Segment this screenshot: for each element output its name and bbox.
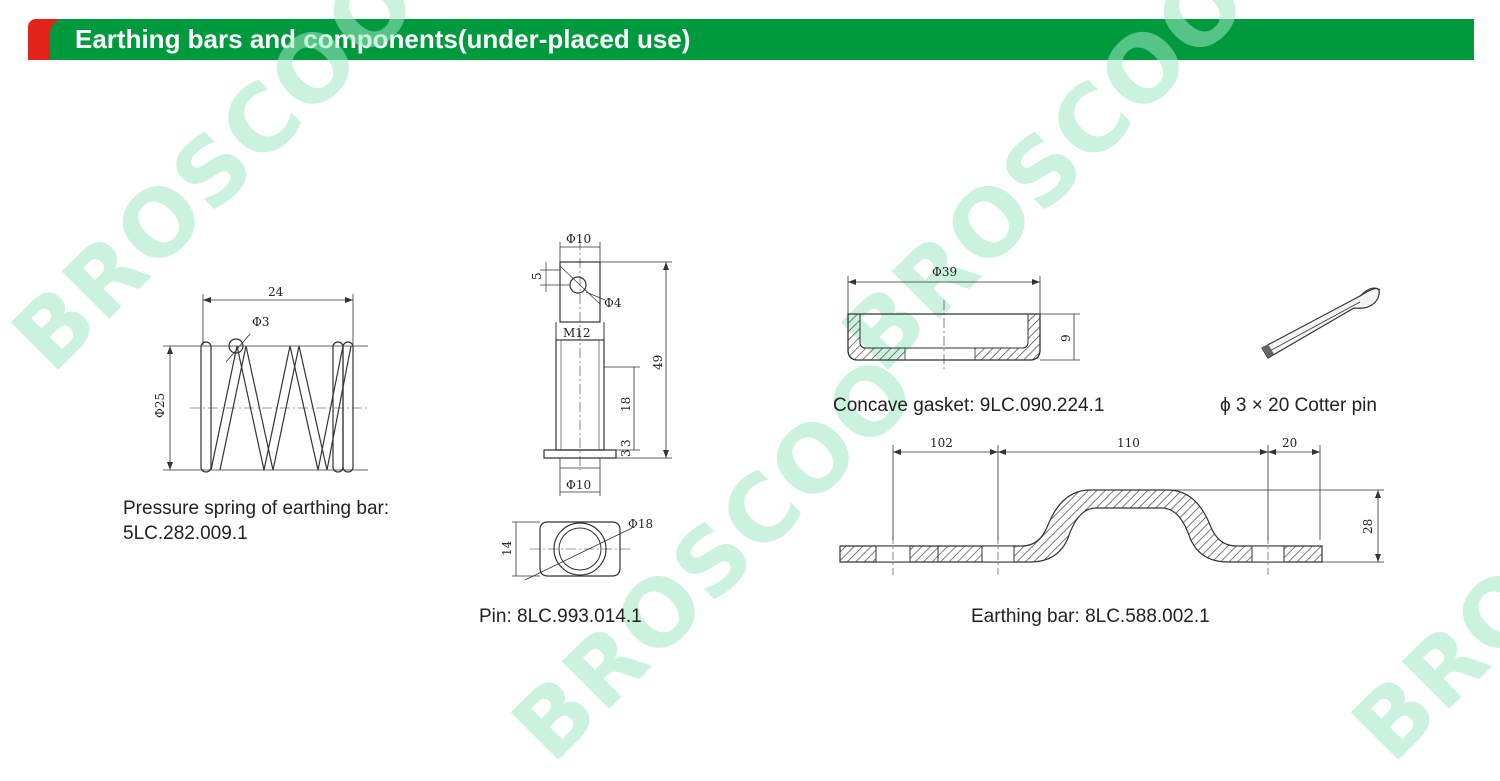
cotter-pin-drawing <box>1261 287 1381 359</box>
earthing-bar-drawing <box>839 445 1384 575</box>
pin-flange-drawing <box>512 521 633 581</box>
pin-thread-dim: M12 <box>563 326 591 340</box>
pin-flange-dia-dim: Φ18 <box>628 517 653 531</box>
section-title: Earthing bars and components(under-place… <box>75 24 691 54</box>
pin-caption: Pin: 8LC.993.014.1 <box>479 606 642 627</box>
gasket-drawing <box>847 276 1080 370</box>
gasket-height-dim: 9 <box>1059 334 1073 342</box>
bar-middle-dim: 110 <box>1117 436 1140 450</box>
technical-drawing: 24 Φ3 Φ25 Φ10 5 Φ4 M12 49 18 3 3 Φ10 Φ18… <box>153 232 1384 581</box>
pin-offset-dim: 5 <box>530 272 544 280</box>
pin-bottom-dia-dim: Φ10 <box>566 478 591 492</box>
pin-length-dim: 49 <box>651 355 665 370</box>
pin-front-drawing <box>540 240 672 496</box>
section-header: Earthing bars and components(under-place… <box>28 19 1474 60</box>
cotter-pin-caption: ϕ 3 × 20 Cotter pin <box>1220 395 1377 416</box>
spring-caption-line2: 5LC.282.009.1 <box>123 523 248 544</box>
pin-flange-width-dim: 14 <box>500 540 514 556</box>
pin-head2-dim: 3 <box>619 449 633 457</box>
pin-hole-dim: Φ4 <box>604 296 622 310</box>
pin-top-dia-dim: Φ10 <box>566 232 591 246</box>
spring-width-dim: 24 <box>268 285 284 299</box>
spring-diameter-dim: Φ25 <box>153 393 167 418</box>
earthing-bar-caption: Earthing bar: 8LC.588.002.1 <box>971 606 1210 627</box>
pin-head1-dim: 3 <box>619 439 633 447</box>
bar-left-dim: 102 <box>930 436 953 450</box>
header-green-bar <box>50 19 1474 60</box>
bar-right-dim: 20 <box>1282 436 1297 450</box>
gasket-diameter-dim: Φ39 <box>932 265 957 279</box>
spring-drawing <box>163 294 368 473</box>
spring-wire-dim: Φ3 <box>252 315 269 329</box>
spring-caption-line1: Pressure spring of earthing bar: <box>123 498 390 519</box>
gasket-caption: Concave gasket: 9LC.090.224.1 <box>833 395 1105 416</box>
bar-height-dim: 28 <box>1361 519 1375 534</box>
pin-shank-dim: 18 <box>619 397 633 412</box>
spring-caption: Pressure spring of earthing bar: 5LC.282… <box>123 496 389 546</box>
